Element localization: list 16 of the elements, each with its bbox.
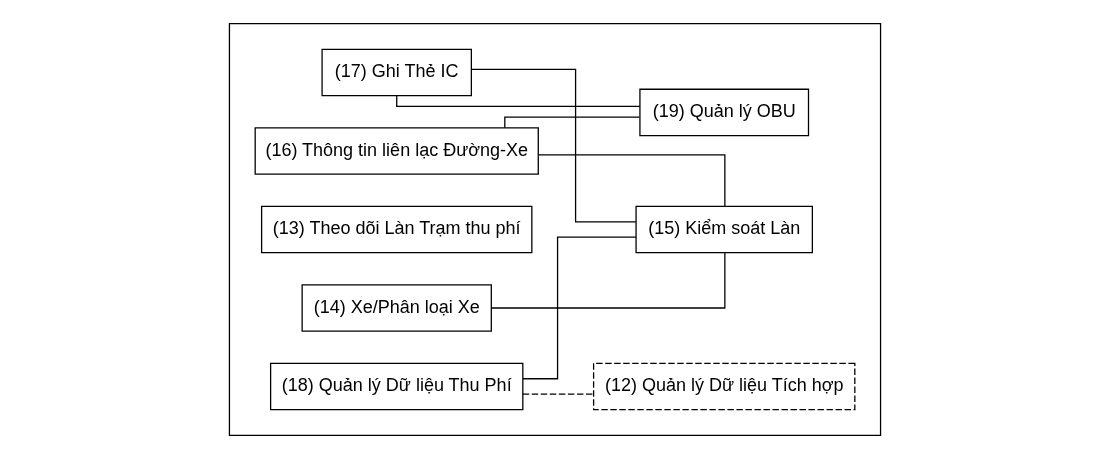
connector <box>396 95 641 108</box>
connector <box>522 393 594 395</box>
connector <box>470 68 637 223</box>
node-box: (17) Ghi Thẻ IC <box>321 48 472 97</box>
cluster <box>228 22 882 437</box>
node-box: (16) Thông tin liên lạc Đường-Xe <box>254 127 539 175</box>
node-box: (13) Theo dõi Làn Trạm thu phí <box>260 205 533 254</box>
connector <box>538 154 726 207</box>
connector <box>504 116 641 129</box>
node-box: (14) Xe/Phân loại Xe <box>301 284 492 332</box>
node-box: (12) Quản lý Dữ liệu Tích hợp <box>592 362 856 411</box>
connector <box>491 252 726 309</box>
connector <box>522 236 637 380</box>
node-box: (18) Quản lý Dữ liệu Thu Phí <box>269 362 524 411</box>
node-box: (19) Quản lý OBU <box>639 88 810 137</box>
node-box: (15) Kiểm soát Làn <box>635 205 813 254</box>
